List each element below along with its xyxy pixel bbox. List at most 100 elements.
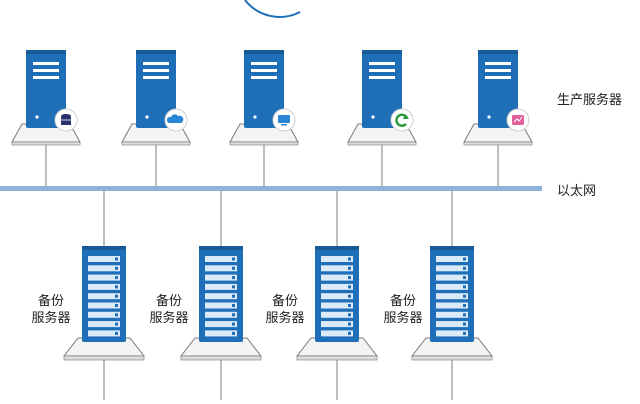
backup-drive-bay [321, 274, 353, 281]
backup-drive-led [463, 313, 466, 317]
backup-drive-led [115, 257, 118, 261]
server-stand-base [11, 141, 81, 146]
backup-drive-led [348, 313, 351, 317]
backup-drive-bay [88, 256, 120, 262]
server-drive-slot [251, 62, 277, 65]
backup-drive-led [232, 285, 235, 289]
server-drive-slot [143, 62, 169, 65]
backup-drive-bay [436, 283, 468, 290]
server-drive-slot [485, 76, 511, 79]
backup-drive-bay [205, 293, 237, 300]
backup-drive-led [115, 304, 118, 307]
server-stand-base [180, 355, 262, 361]
backup-drive-bay [321, 256, 353, 262]
backup-drive-bay [321, 311, 353, 318]
backup-drive-led [232, 322, 235, 326]
backup-drive-bay [88, 265, 120, 272]
backup-drive-bay [321, 265, 353, 272]
backup-drive-bay [205, 330, 237, 337]
production-server-3 [229, 50, 299, 187]
server-drive-slot [33, 62, 59, 65]
backup-drive-bay [205, 302, 237, 309]
backup-drive-bay [88, 311, 120, 318]
backup-drive-bay [205, 256, 237, 262]
backup-drive-led [232, 266, 235, 270]
backup-drive-bay [321, 302, 353, 309]
server-power-led [371, 115, 375, 119]
backup-drive-bay [436, 321, 468, 328]
ethernet-label: 以太网 [557, 184, 597, 199]
backup-drive-led [463, 294, 466, 298]
server-drive-slot [369, 76, 395, 79]
backup-label-line2: 服务器 [265, 311, 305, 326]
backup-drive-led [232, 276, 235, 280]
server-drive-slot [251, 69, 277, 72]
server-drive-slot [369, 62, 395, 65]
backup-drive-led [232, 257, 235, 261]
backup-drive-led [463, 276, 466, 280]
server-stand-base [463, 141, 533, 146]
backup-server-label-3: 备份 服务器 [258, 293, 312, 327]
backup-drive-bay [436, 330, 468, 337]
server-stand-base [121, 141, 191, 146]
monitor-icon [278, 115, 290, 123]
backup-server-label-2: 备份 服务器 [142, 293, 196, 327]
monitor-icon-stand [281, 124, 287, 126]
backup-drive-bay [88, 293, 120, 300]
server-stand-base [63, 355, 145, 361]
backup-server-1 [62, 190, 146, 400]
backup-drive-bay [321, 293, 353, 300]
backup-server-tower-top [430, 246, 474, 250]
backup-drive-bay [436, 274, 468, 281]
database-icon-body [61, 117, 71, 125]
server-drive-slot [33, 76, 59, 79]
backup-drive-bay [88, 302, 120, 309]
backup-server-tower-top [82, 246, 126, 250]
backup-server-tower-top [199, 246, 243, 250]
server-stand-base [296, 355, 378, 361]
server-tower-top [362, 50, 402, 54]
backup-drive-bay [436, 311, 468, 318]
backup-drive-bay [436, 302, 468, 309]
backup-server-label-4: 备份 服务器 [376, 293, 430, 327]
backup-drive-bay [88, 283, 120, 290]
backup-drive-led [115, 285, 118, 289]
server-badge [390, 108, 414, 132]
server-tower-top [244, 50, 284, 54]
backup-drive-led [115, 313, 118, 317]
server-stand-base [347, 141, 417, 146]
server-drive-slot [485, 69, 511, 72]
backup-drive-bay [205, 283, 237, 290]
backup-drive-led [115, 294, 118, 298]
backup-drive-bay [88, 330, 120, 337]
backup-drive-led [463, 266, 466, 270]
backup-drive-bay [321, 330, 353, 337]
backup-drive-bay [321, 321, 353, 328]
server-power-led [487, 115, 491, 119]
backup-server-3 [295, 190, 379, 400]
backup-drive-led [348, 257, 351, 261]
backup-drive-led [348, 304, 351, 307]
image-icon-line [513, 116, 523, 123]
backup-drive-bay [205, 321, 237, 328]
server-power-led [145, 115, 149, 119]
backup-server-label-1: 备份 服务器 [24, 293, 78, 327]
server-power-led [253, 115, 257, 119]
production-server-5 [463, 50, 533, 187]
backup-drive-bay [436, 293, 468, 300]
production-servers-label: 生产服务器 [557, 93, 623, 108]
backup-drive-bay [205, 311, 237, 318]
backup-label-line2: 服务器 [31, 311, 71, 326]
server-power-led [35, 115, 39, 119]
backup-drive-bay [436, 256, 468, 262]
backup-drive-bay [321, 283, 353, 290]
backup-drive-led [115, 322, 118, 326]
backup-label-line2: 服务器 [383, 311, 423, 326]
backup-drive-bay [205, 265, 237, 272]
backup-label-line1: 备份 [389, 294, 416, 309]
backup-drive-led [463, 304, 466, 307]
backup-drive-bay [205, 274, 237, 281]
backup-label-line2: 服务器 [149, 311, 189, 326]
backup-drive-led [348, 331, 351, 335]
backup-drive-led [115, 331, 118, 335]
